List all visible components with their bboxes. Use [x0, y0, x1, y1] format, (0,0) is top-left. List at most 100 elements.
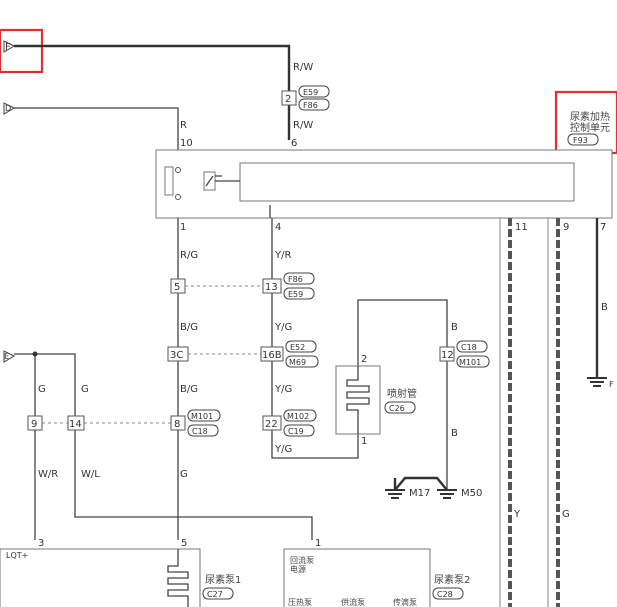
terminal-f: F: [0, 28, 44, 74]
connector-m69: [285, 355, 319, 368]
connector-e59-a: [298, 85, 330, 98]
connector-label-m102: M102: [287, 412, 309, 421]
pump-1-lqt-label: LQT+: [6, 551, 28, 560]
connector-c28: [432, 587, 464, 600]
wire-label-rg: R/G: [180, 250, 198, 261]
pin-label-11: 11: [515, 222, 528, 233]
pin-box-12: [439, 346, 455, 362]
connector-m101-a: [187, 409, 221, 422]
pin-label-5: 5: [174, 282, 180, 293]
ground-label-m50: M50: [461, 488, 482, 499]
connector-f93: [567, 133, 599, 146]
injector-pin-2: 2: [361, 354, 367, 365]
connector-f86-b: [283, 272, 315, 285]
connector-label-f93: F93: [573, 136, 588, 145]
pin-label-4: 4: [275, 222, 281, 233]
terminal-e-label: E: [4, 352, 9, 361]
wire-label-wr: W/R: [38, 469, 58, 480]
connector-c19: [283, 424, 315, 437]
wire-label-yr: Y/R: [274, 250, 291, 261]
pin-label-7: 7: [600, 222, 606, 233]
pump-a-label: 压热泵: [288, 597, 312, 607]
terminal-d-label: D: [5, 104, 11, 113]
connector-label-e59-a: E59: [303, 88, 318, 97]
pump-2-label: 尿素泵2: [434, 573, 470, 586]
ground-m17: [385, 478, 405, 499]
connector-label-c26: C26: [389, 404, 405, 413]
injector-label: 喷射管: [387, 387, 417, 400]
connector-label-m69: M69: [289, 358, 306, 367]
wire-label-bg-1: B/G: [180, 322, 198, 333]
ground-m50: [437, 489, 457, 499]
pin-label-1: 1: [180, 222, 186, 233]
terminal-d: D: [3, 102, 16, 115]
wire-label-g-2: G: [81, 384, 89, 395]
connector-label-f86-a: F86: [303, 101, 318, 110]
pin-label-10: 10: [180, 138, 193, 149]
urea-pump-2: [283, 548, 431, 607]
heater-control-unit-label-1: 尿素加热: [570, 110, 610, 123]
wire-label-g-1: G: [38, 384, 46, 395]
connector-label-c18-a: C18: [192, 427, 208, 436]
terminal-f-label: F: [5, 42, 11, 53]
connector-f86-a: [298, 98, 330, 111]
connector-label-c27: C27: [207, 590, 223, 599]
wire-label-yg-3: Y/G: [274, 444, 292, 455]
connector-c27: [202, 587, 234, 600]
ground-label-m17: M17: [409, 488, 430, 499]
pin-box-2: [281, 90, 297, 106]
pin-label-9b: 9: [31, 419, 37, 430]
wire-label-b-3: B: [451, 428, 458, 439]
connector-label-m101-a: M101: [191, 412, 213, 421]
relay-contact: [164, 166, 174, 196]
wire-label-bg-2: B/G: [180, 384, 198, 395]
return-pump-label-1: 回流泵: [290, 555, 314, 565]
ground-label-f: F: [609, 380, 614, 389]
pin-label-2: 2: [285, 94, 291, 105]
connector-c18-b: [456, 340, 488, 353]
pin-label-13: 13: [265, 282, 278, 293]
pin-box-8: [170, 415, 186, 431]
connector-label-e52: E52: [290, 343, 305, 352]
wire-yr-yg: [271, 218, 448, 490]
pin-label-12: 12: [441, 350, 454, 361]
return-pump-label-2: 电源: [290, 564, 306, 574]
heater-control-unit-label-2: 控制单元: [570, 121, 610, 134]
wire-r: [14, 107, 179, 150]
wire-g-wl: [14, 353, 313, 540]
pin-label-6: 6: [291, 138, 297, 149]
pin-box-13: [262, 278, 282, 294]
wire-label-wl: W/L: [81, 469, 100, 480]
connector-label-c18-b: C18: [461, 343, 477, 352]
urea-pump-1: [0, 548, 201, 607]
connector-label-c28: C28: [437, 590, 453, 599]
connector-label-m101-b: M101: [459, 358, 481, 367]
wire-label-b-2: B: [451, 322, 458, 333]
wire-label-yg-1: Y/G: [274, 322, 292, 333]
wire-label-rw-2: R/W: [293, 120, 313, 131]
wire-label-y: Y: [513, 509, 521, 520]
pump-c-label: 传滴泵: [393, 597, 417, 607]
pin-label-22: 22: [265, 419, 278, 430]
connector-c18-a: [187, 424, 219, 437]
connector-e52: [285, 340, 317, 353]
wire-rw: [14, 44, 291, 140]
pin-label-1b: 1: [315, 538, 321, 549]
pin-label-5b: 5: [181, 538, 187, 549]
ground-link: [394, 476, 448, 491]
connector-m102: [283, 409, 317, 422]
pin-label-14: 14: [69, 419, 82, 430]
pin-label-8: 8: [174, 419, 180, 430]
wire-label-b-1: B: [601, 302, 608, 313]
pin-label-9: 9: [563, 222, 569, 233]
pin-box-16b: [260, 346, 284, 362]
wire-label-r: R: [180, 120, 187, 131]
connector-label-c19: C19: [288, 427, 304, 436]
pin-label-3: 3: [38, 538, 44, 549]
wire-label-yg-2: Y/G: [274, 384, 292, 395]
connector-e59-b: [283, 287, 315, 300]
pump-1-label: 尿素泵1: [205, 573, 241, 586]
wire-label-g-3: G: [180, 469, 188, 480]
terminal-e: E: [3, 350, 16, 363]
